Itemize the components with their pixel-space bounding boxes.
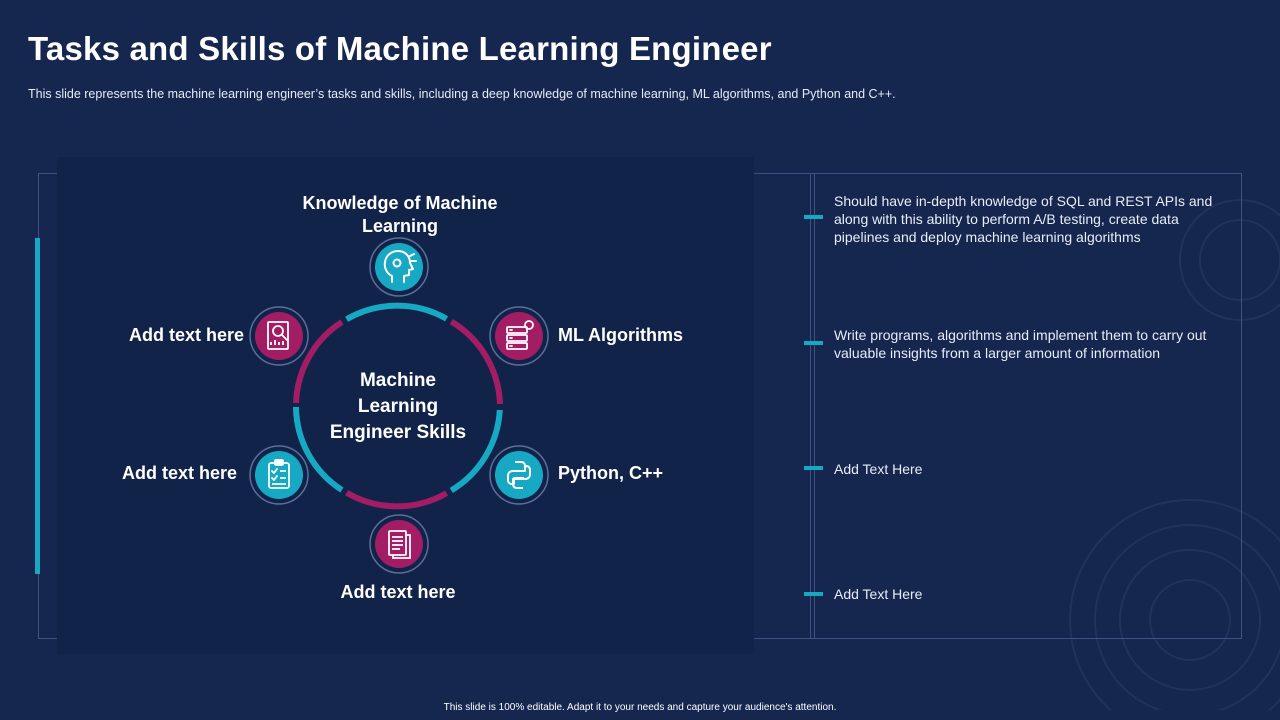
node-label-lower-left: Add text here — [121, 463, 237, 483]
timeline-divider — [810, 174, 815, 638]
task-marker — [804, 592, 823, 596]
slide-title: Tasks and Skills of Machine Learning Eng… — [28, 30, 772, 67]
node-label-lower-right: Python, C++ — [558, 463, 664, 483]
node-upper-right — [489, 306, 549, 366]
ring-segment-teal-top — [345, 302, 449, 322]
node-top — [369, 237, 429, 297]
node-lower-right — [489, 445, 549, 505]
report-search-icon — [267, 321, 289, 350]
ring-segment-magenta-upper-left — [293, 319, 344, 404]
ring-segment-magenta-bottom — [345, 490, 449, 510]
slide-footer: This slide is 100% editable. Adapt it to… — [443, 702, 837, 713]
task-marker — [804, 215, 823, 219]
ring-segment-teal-lower-right — [449, 409, 503, 493]
center-label: Machine Learning Engineer Skills — [329, 370, 467, 443]
left-accent-bar — [35, 238, 40, 574]
task-marker — [804, 466, 823, 470]
task-text: Write programs, algorithms and implement… — [834, 327, 1207, 361]
node-label-bottom: Add text here — [340, 582, 456, 602]
node-lower-left — [249, 445, 309, 505]
node-upper-left — [249, 306, 309, 366]
document-icon — [388, 530, 411, 559]
node-bottom — [369, 514, 429, 574]
task-text: Should have in-depth knowledge of SQL an… — [834, 193, 1213, 245]
checklist-icon — [268, 459, 290, 489]
python-icon — [507, 461, 531, 489]
node-label-upper-left: Add text here — [128, 325, 244, 345]
ai-head-icon — [383, 250, 417, 283]
ring-segment-magenta-upper-right — [449, 319, 503, 405]
ring-segment-teal-lower-left — [293, 406, 344, 493]
server-gear-icon — [506, 320, 534, 350]
node-label-top: Knowledge of Machine Learning — [302, 193, 498, 236]
task-text: Add Text Here — [834, 586, 923, 602]
task-text: Add Text Here — [834, 461, 923, 477]
task-marker — [804, 341, 823, 345]
slide-subtitle: This slide represents the machine learni… — [28, 87, 896, 101]
node-label-upper-right: ML Algorithms — [558, 325, 683, 345]
